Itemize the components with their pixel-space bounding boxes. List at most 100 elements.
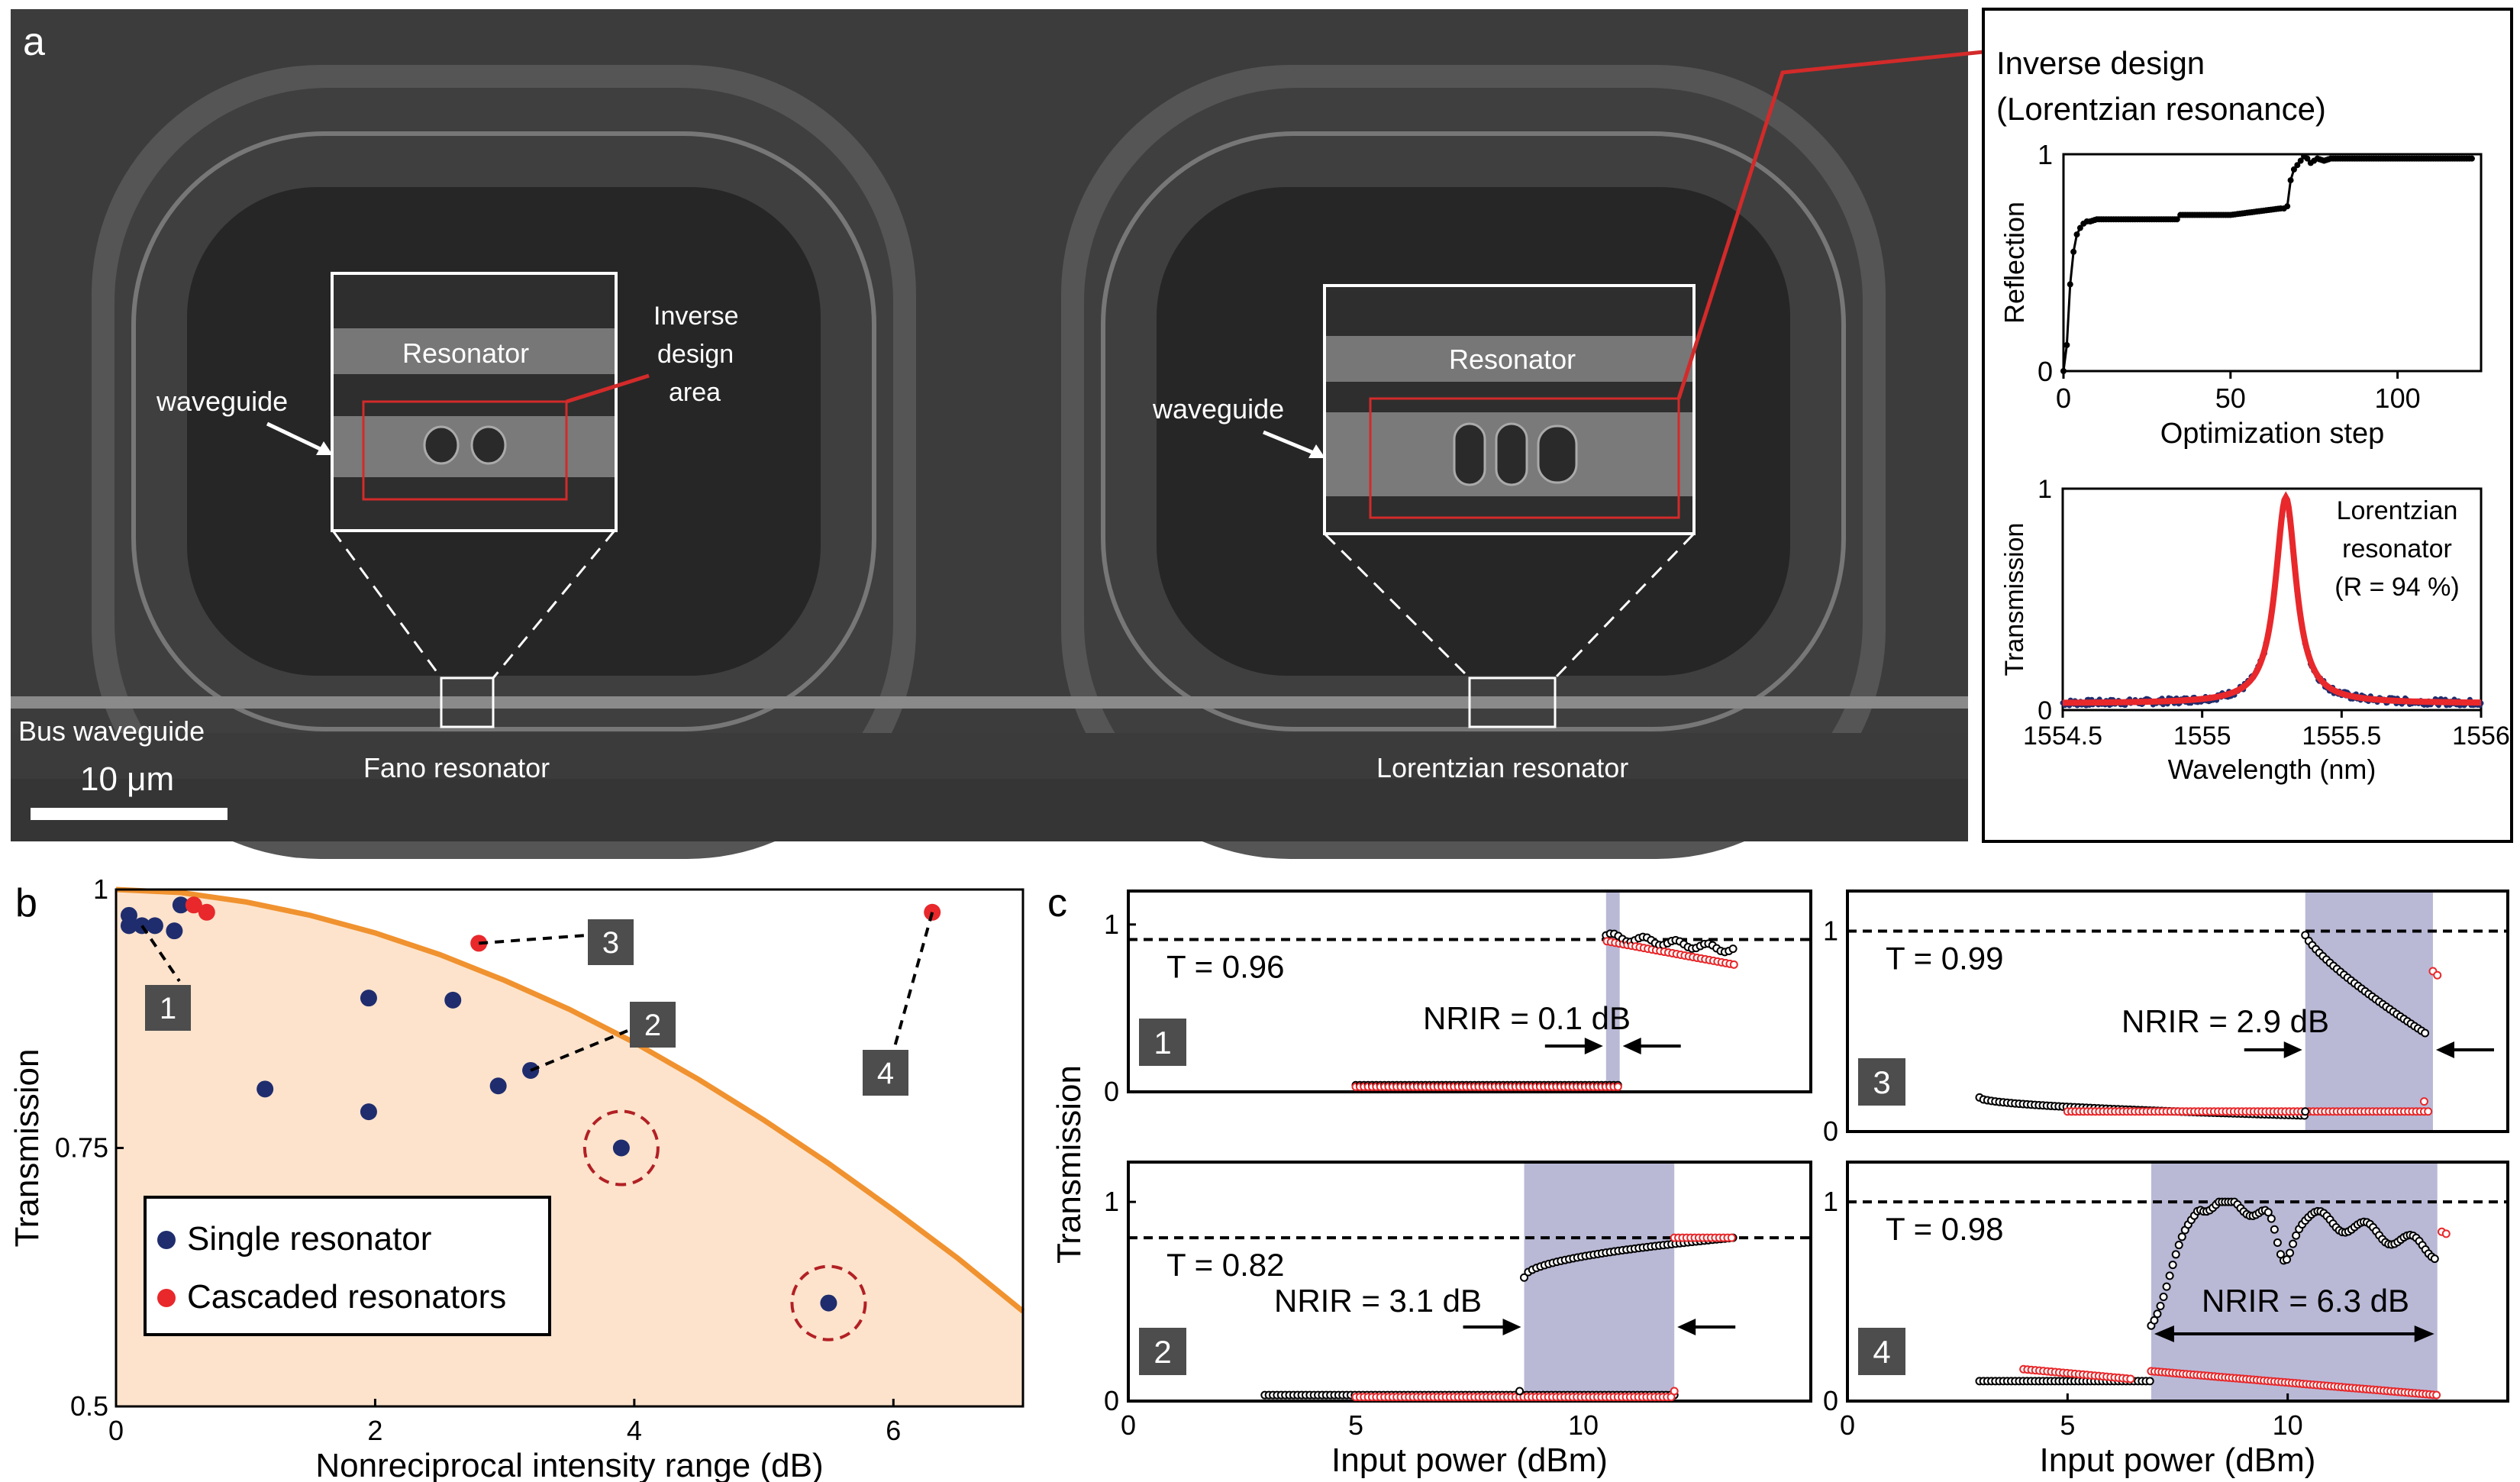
c-point: [2301, 931, 2310, 940]
refl-point: [2067, 281, 2073, 288]
c-number-box: [1858, 1328, 1905, 1375]
c-nrir-label: NRIR = 0.1 dB: [1423, 1000, 1631, 1036]
c-point: [2433, 970, 2442, 980]
scale-bar-label: 10 μm: [80, 760, 174, 798]
c-point: [2126, 1374, 2135, 1384]
refl-point: [2073, 231, 2080, 238]
c-xlabel: Input power (dBm): [2040, 1442, 2316, 1479]
b-single-point: [360, 990, 377, 1007]
c-point: [2301, 1107, 2310, 1116]
c-point: [2283, 1255, 2292, 1264]
b-xtick-label: 4: [627, 1415, 642, 1446]
c-frame: [1846, 1161, 2509, 1403]
refl-point: [2294, 162, 2301, 169]
b-single-point: [360, 1103, 377, 1121]
c-nrir-label: NRIR = 6.3 dB: [2202, 1283, 2409, 1319]
c-number-label: 4: [1873, 1334, 1890, 1370]
refl-xlabel: Optimization step: [2160, 418, 2385, 450]
c-arrowhead-left: [2154, 1325, 2174, 1342]
refl-ylabel: Reflection: [1999, 202, 2030, 324]
c-point: [2419, 1097, 2428, 1106]
c-point: [2153, 1309, 2162, 1319]
c-nrir-label: NRIR = 3.1 dB: [1274, 1283, 1482, 1319]
spec-xtick-label: 1556: [2452, 722, 2510, 751]
c-point: [2289, 1239, 2298, 1248]
c-point: [2171, 1250, 2180, 1259]
b-xtick-label: 6: [886, 1415, 901, 1446]
c-xtick-label: 0: [1840, 1409, 1855, 1441]
b-legend-single-marker: [157, 1231, 176, 1249]
b-single-point: [820, 1294, 837, 1312]
c-point: [2145, 1377, 2154, 1386]
panel-a-label: a: [23, 20, 45, 64]
b-callout-box: [630, 1002, 676, 1048]
c-point: [2159, 1293, 2168, 1302]
c-ytick-label: 1: [1104, 1186, 1119, 1217]
b-cascaded-point: [198, 903, 215, 921]
c-xtick-label: 5: [1348, 1409, 1363, 1441]
c-arrowhead-right: [1677, 1319, 1696, 1335]
c-point: [2273, 1238, 2282, 1247]
c-point: [2432, 1390, 2441, 1400]
c-point: [2270, 1225, 2279, 1234]
b-highlight-circle: [790, 1264, 867, 1342]
b-ytick-label: 1: [93, 873, 108, 905]
c-ytick-label: 1: [1823, 1186, 1838, 1217]
c-number-box: [1139, 1328, 1186, 1375]
refl-xtick-label: 50: [2215, 383, 2246, 414]
b-ytick-label: 0.75: [55, 1132, 108, 1164]
refl-point: [2070, 248, 2077, 255]
panel-c-label: c: [1047, 881, 1067, 925]
c-point: [2424, 1107, 2433, 1116]
c-band: [1605, 891, 1620, 1092]
c-point: [2150, 1316, 2159, 1325]
b-single-point: [172, 896, 189, 914]
refl-point: [2290, 166, 2297, 173]
c-number-label: 3: [1873, 1064, 1890, 1100]
c-ytick-label: 0: [1104, 1385, 1119, 1416]
inverse-design-title2: (Lorentzian resonance): [1996, 91, 2326, 127]
c-point: [2441, 1229, 2451, 1238]
b-callout-line: [892, 912, 934, 1053]
c-t-label: T = 0.99: [1886, 941, 2004, 977]
c-t-label: T = 0.98: [1886, 1211, 2004, 1247]
c-xtick-label: 0: [1121, 1409, 1136, 1441]
spec-fit-line: [2062, 491, 2482, 706]
c-point: [2177, 1232, 2186, 1241]
b-single-point: [146, 917, 163, 935]
spec-xlabel: Wavelength (nm): [2168, 754, 2376, 785]
c-ytick-label: 1: [1823, 915, 1838, 947]
c-arrowhead-right: [1622, 1038, 1641, 1054]
lorentz-label: Lorentzian resonator: [1376, 752, 1628, 783]
c-point: [1613, 1082, 1622, 1091]
b-highlight-circle: [582, 1109, 660, 1187]
c-xtick-label: 10: [1568, 1409, 1599, 1441]
c-arrowhead-left: [1584, 1038, 1603, 1054]
panel-b-label: b: [15, 881, 37, 925]
refl-point: [2297, 157, 2304, 164]
c-point: [2165, 1271, 2174, 1280]
b-legend-single-label: Single resonator: [187, 1220, 431, 1258]
lorentz-inset-resonator-label: Resonator: [1449, 344, 1576, 375]
fano-inset: Resonator: [331, 272, 618, 532]
c-arrowhead-right: [2414, 1325, 2434, 1342]
c-point: [1727, 1233, 1736, 1242]
c-point: [2263, 1208, 2273, 1217]
inverse-design-title1: Inverse design: [1996, 45, 2205, 81]
refl-point: [2063, 341, 2070, 348]
refl-xtick-label: 100: [2375, 383, 2421, 414]
b-single-point: [612, 1139, 630, 1157]
c-point: [1728, 944, 1738, 954]
b-legend-cascaded-marker: [157, 1289, 176, 1307]
panel-a: a Resonator Resonator: [11, 8, 2513, 859]
spec-annotation: resonator: [2342, 534, 2452, 563]
b-callout-box: [145, 985, 191, 1031]
spec-xtick-label: 1555: [2173, 722, 2231, 751]
spec-ylabel: Transmission: [2000, 523, 2029, 676]
waveguide-label-left: waveguide: [156, 386, 288, 417]
